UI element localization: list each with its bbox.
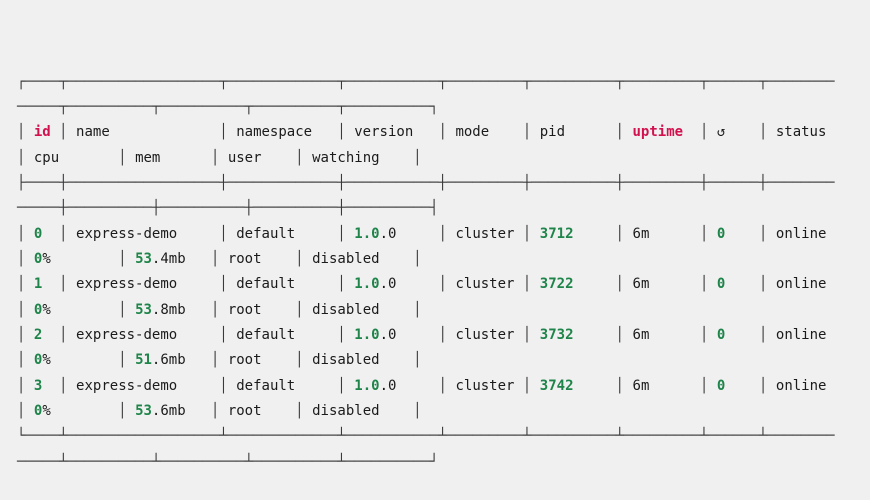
terminal-line: ─────┼──────────┼──────────┼──────────┼─… xyxy=(17,200,439,217)
terminal-line: │ 0% │ 53.4mb │ root │ disabled │ xyxy=(17,250,422,267)
terminal-line: ├────┼──────────────────┼─────────────┼─… xyxy=(17,174,835,191)
terminal-line: │ 3 │ express-demo │ default │ 1.0.0 │ c… xyxy=(17,377,827,394)
terminal-line: │ 0% │ 53.6mb │ root │ disabled │ xyxy=(17,402,422,419)
terminal-line: │ 1 │ express-demo │ default │ 1.0.0 │ c… xyxy=(17,276,827,293)
terminal-line: │ 2 │ express-demo │ default │ 1.0.0 │ c… xyxy=(17,326,827,343)
terminal-line: │ id │ name │ namespace │ version │ mode… xyxy=(17,124,827,141)
terminal-line: ┌────┬──────────────────┬─────────────┬─… xyxy=(17,73,835,90)
terminal-line: └────┴──────────────────┴─────────────┴─… xyxy=(17,428,835,445)
terminal-line: │ 0 │ express-demo │ default │ 1.0.0 │ c… xyxy=(17,225,827,242)
terminal-line: │ cpu │ mem │ user │ watching │ xyxy=(17,149,422,166)
terminal-line: │ 0% │ 53.8mb │ root │ disabled │ xyxy=(17,301,422,318)
terminal-screen[interactable]: ┌────┬──────────────────┬─────────────┬─… xyxy=(0,0,870,470)
terminal-line: ─────┴──────────┴──────────┴──────────┴─… xyxy=(17,453,439,470)
terminal-line: ─────┬──────────┬──────────┬──────────┬─… xyxy=(17,98,439,115)
terminal-output: ┌────┬──────────────────┬─────────────┬─… xyxy=(17,70,870,475)
terminal-line: │ 0% │ 51.6mb │ root │ disabled │ xyxy=(17,352,422,369)
